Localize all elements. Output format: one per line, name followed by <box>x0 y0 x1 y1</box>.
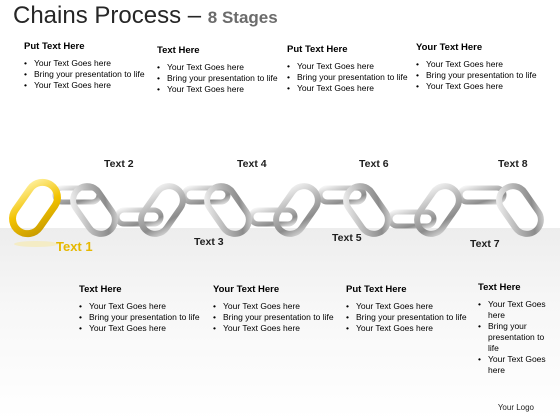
chain-link-gold <box>9 178 61 238</box>
text-block-bottom-4: Text Here Your Text Goes here Bring your… <box>478 282 554 376</box>
block-heading: Text Here <box>157 45 200 56</box>
block-bullet: Your Text Goes here <box>416 81 546 92</box>
gold-reflection <box>14 241 58 247</box>
block-bullet: Your Text Goes here <box>346 301 476 312</box>
block-bullet: Your Text Goes here <box>157 62 287 73</box>
chain-link-d <box>414 183 462 237</box>
text-block-top-2: Text Here Your Text Goes here Bring your… <box>157 45 287 95</box>
stage-label-4: Text 4 <box>237 158 267 170</box>
block-bullet: Bring your presentation to life <box>478 321 554 354</box>
block-heading: Text Here <box>79 284 122 295</box>
block-bullet: Bring your presentation to life <box>157 73 287 84</box>
block-bullet: Your Text Goes here <box>287 61 417 72</box>
chain-link-h <box>317 185 367 205</box>
text-block-bottom-1: Text Here Your Text Goes here Bring your… <box>79 284 209 334</box>
block-heading: Text Here <box>478 282 521 293</box>
chain-link-h <box>387 209 437 229</box>
block-bullet: Bring your presentation to life <box>346 312 476 323</box>
block-bullet: Your Text Goes here <box>24 80 154 91</box>
chain-link-d <box>496 183 544 237</box>
chain-diagram <box>9 178 544 247</box>
title-main: Chains Process <box>13 2 182 29</box>
text-block-bottom-2: Your Text Here Your Text Goes here Bring… <box>213 284 343 334</box>
text-block-bottom-3: Put Text Here Your Text Goes here Bring … <box>346 284 476 334</box>
block-bullet: Your Text Goes here <box>213 301 343 312</box>
stage-label-3: Text 3 <box>194 236 224 248</box>
chain-link-d <box>343 183 391 237</box>
block-bullet: Your Text Goes here <box>79 301 209 312</box>
block-bullet: Bring your presentation to life <box>24 69 154 80</box>
stage-label-1: Text 1 <box>56 239 93 254</box>
stage-label-6: Text 6 <box>359 158 389 170</box>
stage-label-8: Text 8 <box>498 158 528 170</box>
block-bullet: Bring your presentation to life <box>287 72 417 83</box>
block-bullet: Bring your presentation to life <box>79 312 209 323</box>
block-bullet: Your Text Goes here <box>416 59 546 70</box>
chain-link-d <box>204 183 252 237</box>
text-block-top-1: Put Text Here Your Text Goes here Bring … <box>24 41 154 91</box>
block-bullet: Your Text Goes here <box>157 84 287 95</box>
block-heading: Put Text Here <box>24 41 85 52</box>
block-bullet: Your Text Goes here <box>478 354 554 376</box>
text-block-top-4: Your Text Here Your Text Goes here Bring… <box>416 42 546 92</box>
chain-link-d <box>138 183 186 237</box>
block-bullet: Your Text Goes here <box>478 299 554 321</box>
chain-link-d <box>273 183 321 237</box>
stage-label-7: Text 7 <box>470 238 500 250</box>
block-bullet: Your Text Goes here <box>213 323 343 334</box>
footer-logo: Your Logo <box>497 403 534 412</box>
chain-link-h <box>248 207 298 227</box>
block-bullet: Your Text Goes here <box>346 323 476 334</box>
block-bullet: Your Text Goes here <box>24 58 154 69</box>
chain-link-d <box>70 183 118 237</box>
block-heading: Put Text Here <box>346 284 407 295</box>
text-block-top-3: Put Text Here Your Text Goes here Bring … <box>287 44 417 94</box>
block-heading: Your Text Here <box>213 284 280 295</box>
block-bullet: Your Text Goes here <box>287 83 417 94</box>
block-heading: Your Text Here <box>416 42 483 53</box>
stage-label-2: Text 2 <box>104 158 134 170</box>
block-bullet: Bring your presentation to life <box>416 70 546 81</box>
stage-label-5: Text 5 <box>332 232 362 244</box>
title-dash: – <box>181 2 208 29</box>
slide-title: Chains Process – 8 Stages <box>13 2 278 30</box>
title-stages: 8 Stages <box>207 8 278 27</box>
block-bullet: Bring your presentation to life <box>213 312 343 323</box>
block-bullet: Your Text Goes here <box>79 323 209 334</box>
chain-diagonal-links <box>70 183 544 237</box>
block-heading: Put Text Here <box>287 44 348 55</box>
